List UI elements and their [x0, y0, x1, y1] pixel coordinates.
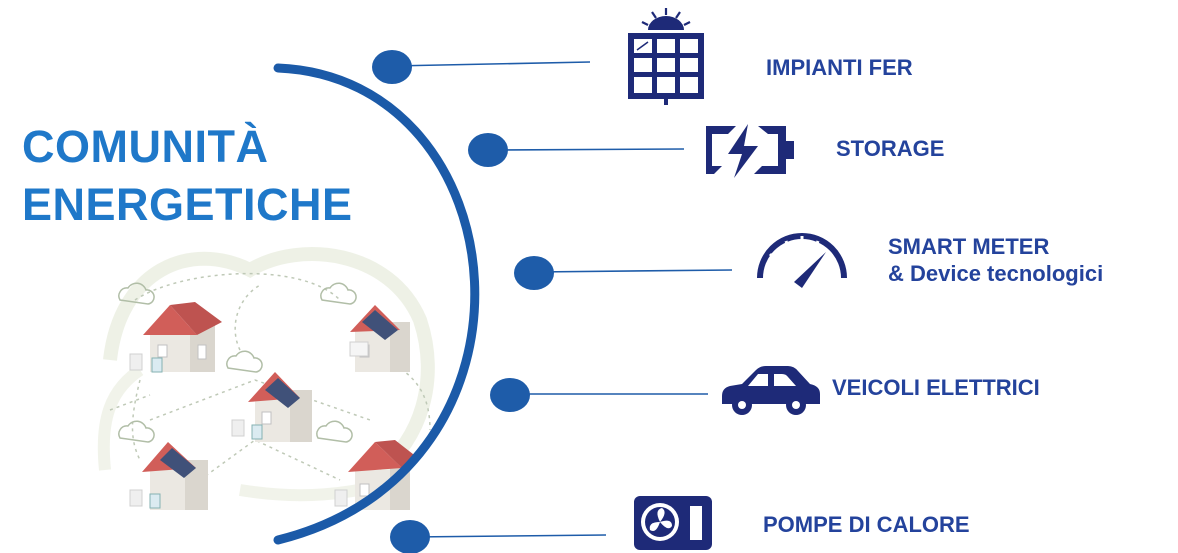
item-label-smart-meter: SMART METER [888, 234, 1050, 259]
house-icon [349, 305, 410, 372]
main-arc [273, 63, 480, 545]
battery-charging-icon [706, 124, 794, 178]
connector-line [409, 534, 607, 538]
connector-dot [468, 133, 508, 167]
house-icon [129, 302, 222, 373]
house-icon [231, 372, 312, 442]
connector-dot [390, 520, 430, 553]
solar-panel-icon [628, 8, 704, 105]
item-label-veicoli-elettrici: VEICOLI ELETTRICI [832, 375, 1040, 400]
connector-line [391, 61, 591, 67]
heat-pump-icon [634, 496, 712, 550]
connector-dot [372, 50, 412, 84]
item-label-impianti-fer: IMPIANTI FER [766, 55, 913, 80]
connector-line [487, 148, 685, 151]
item-label-pompe-di-calore: POMPE DI CALORE [763, 512, 970, 537]
house-icon [129, 442, 208, 510]
item-label-storage: STORAGE [836, 136, 945, 161]
speedometer-icon [757, 233, 847, 288]
community-illustration [97, 247, 435, 510]
car-icon [722, 366, 820, 415]
connector-dot [514, 256, 554, 290]
page-title: COMUNITÀ ENERGETICHE [22, 121, 353, 230]
connector-dot [490, 378, 530, 412]
connector-line [533, 269, 733, 273]
item-label-device-tecnologici: & Device tecnologici [888, 261, 1104, 286]
